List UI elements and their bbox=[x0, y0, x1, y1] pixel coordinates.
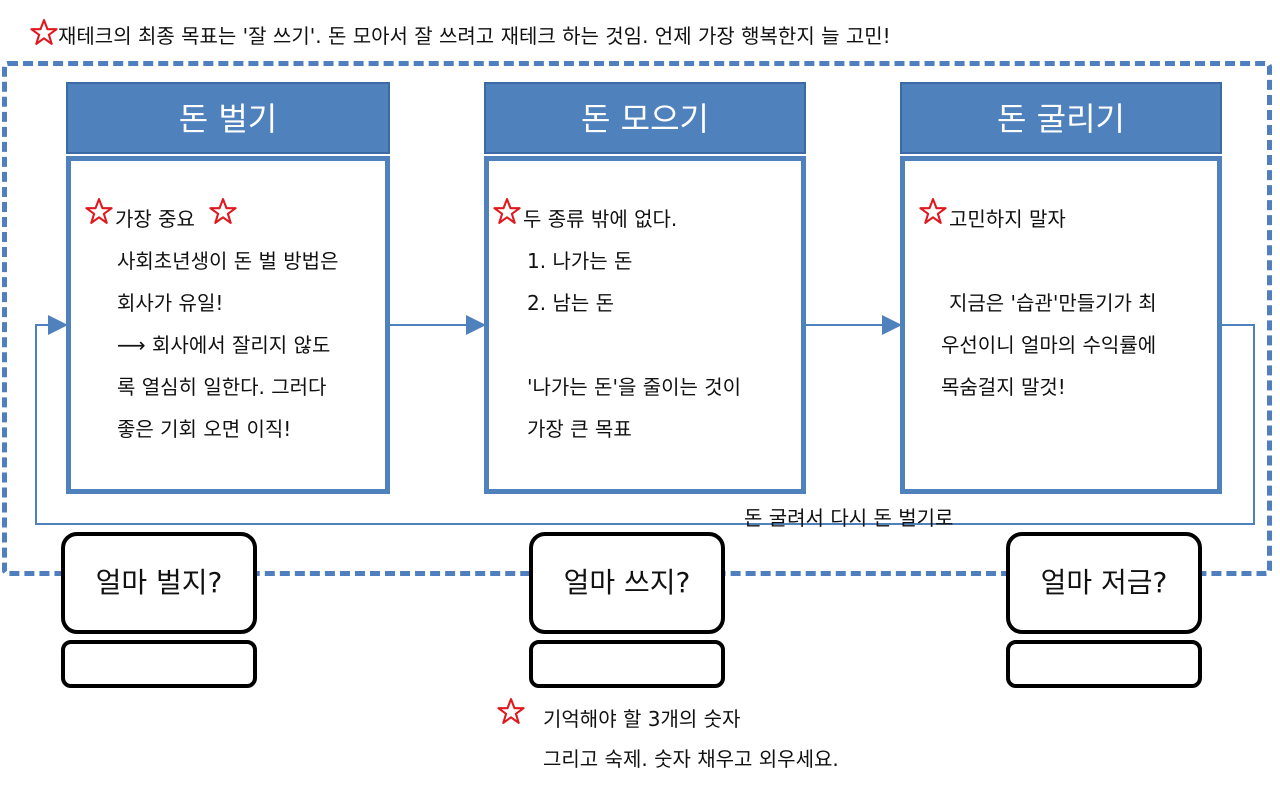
column-header-invest: 돈 굴리기 bbox=[900, 82, 1222, 154]
line: 록 열심히 일한다. 그러다 bbox=[117, 375, 327, 399]
question-earn: 얼마 벌지? bbox=[61, 532, 257, 634]
column-body-save: 두 종류 밖에 없다. 1. 나가는 돈 2. 남는 돈 '나가는 돈'을 줄이… bbox=[484, 156, 806, 494]
star-icon bbox=[85, 197, 113, 225]
top-note: 재테크의 최종 목표는 '잘 쓰기'. 돈 모아서 잘 쓰려고 재테크 하는 것… bbox=[58, 24, 891, 48]
star-icon bbox=[493, 197, 521, 225]
line: 우선이니 얼마의 수익률에 bbox=[941, 333, 1157, 357]
line: 목숨걸지 말것! bbox=[941, 375, 1066, 399]
column-header-earn: 돈 벌기 bbox=[66, 82, 390, 154]
line: ⟶ 회사에서 잘리지 않도 bbox=[117, 333, 331, 357]
question-spend: 얼마 쓰지? bbox=[529, 532, 725, 634]
line: 사회초년생이 돈 벌 방법은 bbox=[117, 249, 339, 273]
line: 1. 나가는 돈 bbox=[527, 249, 633, 273]
answer-earn-input[interactable] bbox=[61, 640, 257, 688]
line: 회사가 유일! bbox=[117, 291, 224, 315]
line: 고민하지 말자 bbox=[949, 207, 1066, 231]
column-body-earn: 가장 중요 사회초년생이 돈 벌 방법은 회사가 유일! ⟶ 회사에서 잘리지 … bbox=[66, 156, 390, 494]
line: 지금은 '습관'만들기가 최 bbox=[949, 291, 1157, 315]
arrow-loop-back bbox=[35, 315, 1255, 525]
star-icon bbox=[919, 197, 947, 225]
question-save: 얼마 저금? bbox=[1006, 532, 1202, 634]
star-icon bbox=[497, 697, 525, 725]
line: 가장 중요 bbox=[115, 207, 195, 231]
answer-spend-input[interactable] bbox=[529, 640, 725, 688]
bottom-note-line1: 기억해야 할 3개의 숫자 bbox=[543, 707, 741, 731]
column-body-invest: 고민하지 말자 지금은 '습관'만들기가 최 우선이니 얼마의 수익률에 목숨걸… bbox=[900, 156, 1222, 494]
line: 두 종류 밖에 없다. bbox=[523, 207, 678, 231]
line: 좋은 기회 오면 이직! bbox=[117, 417, 292, 441]
star-icon bbox=[209, 197, 237, 225]
answer-save-input[interactable] bbox=[1006, 640, 1202, 688]
column-header-save: 돈 모으기 bbox=[484, 82, 806, 154]
line: 가장 큰 목표 bbox=[527, 417, 632, 441]
line: 2. 남는 돈 bbox=[527, 291, 614, 315]
loop-label: 돈 굴려서 다시 돈 벌기로 bbox=[744, 506, 954, 530]
line: '나가는 돈'을 줄이는 것이 bbox=[527, 375, 742, 399]
bottom-note-line2: 그리고 숙제. 숫자 채우고 외우세요. bbox=[543, 747, 839, 771]
